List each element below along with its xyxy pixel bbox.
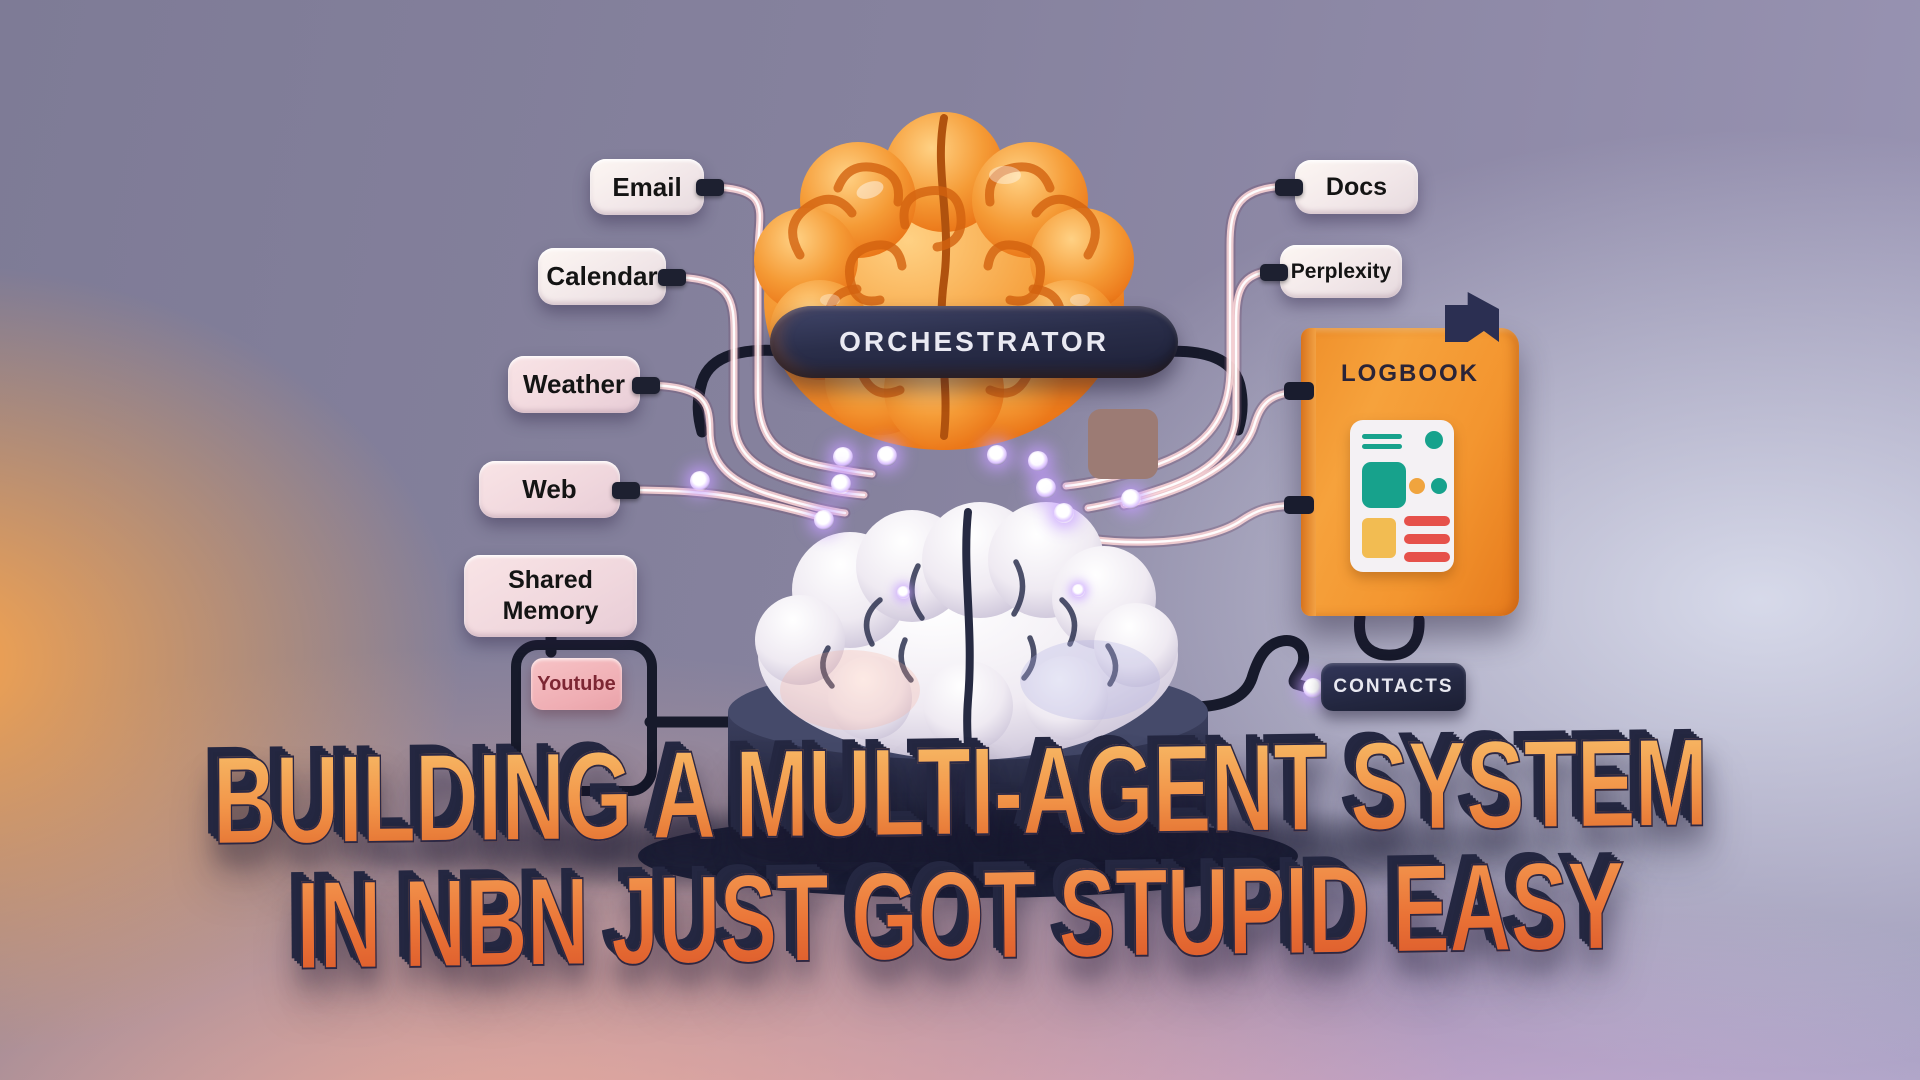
orchestrator-label: ORCHESTRATOR [839, 326, 1109, 357]
card-bar-icon [1404, 552, 1450, 562]
contacts-label: CONTACTS [1333, 676, 1454, 697]
connector-stub [1284, 496, 1314, 514]
agent-label: Shared Memory [502, 565, 599, 625]
logbook-label: LOGBOOK [1341, 360, 1479, 387]
agent-label: Docs [1325, 172, 1388, 201]
connector-glow-icon [831, 474, 851, 494]
agent-label: Perplexity [1290, 259, 1392, 283]
agent-label: Email [612, 171, 682, 202]
white-brain [755, 502, 1178, 760]
connector-glow-icon [814, 510, 834, 530]
connector-glow-icon [690, 471, 710, 491]
connector-glow-icon [1054, 503, 1074, 523]
connector-stub [612, 481, 640, 499]
card-line-icon [1362, 444, 1402, 449]
agent-label: Weather [522, 369, 626, 399]
connector-glow-icon [1072, 584, 1085, 597]
agent-label: Calendar [546, 261, 658, 291]
card-square-icon [1362, 518, 1396, 558]
connector-stub [1260, 263, 1288, 281]
connector-glow-icon [1028, 451, 1048, 471]
logbook-book: LOGBOOK [1284, 292, 1519, 616]
connector-stub [632, 376, 660, 394]
agent-tag-shared-memory: Shared Memory [464, 555, 637, 637]
agent-tag-docs: Docs [1275, 160, 1418, 214]
title-line-2: IN NBN JUST GOT STUPID EASY IN NBN JUST … [295, 834, 1625, 997]
card-bar-icon [1404, 516, 1450, 526]
card-dot-icon [1425, 431, 1443, 449]
connector-glow-icon [987, 445, 1007, 465]
contacts-tag: CONTACTS [1321, 663, 1466, 711]
connector-glow-icon [1121, 489, 1141, 509]
orchestrator-band: ORCHESTRATOR [770, 306, 1178, 378]
connector-stub [1284, 382, 1314, 400]
connector-glow-icon [877, 446, 897, 466]
agent-tag-perplexity: Perplexity [1260, 245, 1402, 298]
ground-shadow [320, 800, 1620, 900]
card-dot-icon [1431, 478, 1447, 494]
connector-glow-icon [833, 447, 853, 467]
orange-brain [754, 112, 1134, 450]
card-line-icon [1362, 434, 1402, 439]
connector-glow-icon [1303, 678, 1323, 698]
connector-glow-icon [897, 586, 910, 599]
card-square-icon [1362, 462, 1406, 508]
connector-glow-icon [1036, 478, 1056, 498]
agent-tag-calendar: Calendar [538, 248, 686, 305]
agent-tag-weather: Weather [508, 356, 660, 413]
youtube-label: Youtube [537, 672, 616, 695]
youtube-tag: Youtube [531, 658, 622, 710]
logbook-spine [1301, 328, 1316, 616]
agent-tag-email: Email [590, 159, 724, 215]
redacted-patch [1088, 409, 1158, 479]
document-preview-icon [1350, 420, 1454, 572]
agent-tag-web: Web [479, 461, 640, 518]
title-line-2-face: IN NBN JUST GOT STUPID EASY [295, 834, 1625, 997]
connector-stub [658, 268, 686, 286]
card-bar-icon [1404, 534, 1450, 544]
connector-stub [1275, 179, 1303, 196]
connector-stub [696, 179, 724, 196]
card-dot-icon [1409, 478, 1425, 494]
agent-label: Web [522, 474, 577, 504]
